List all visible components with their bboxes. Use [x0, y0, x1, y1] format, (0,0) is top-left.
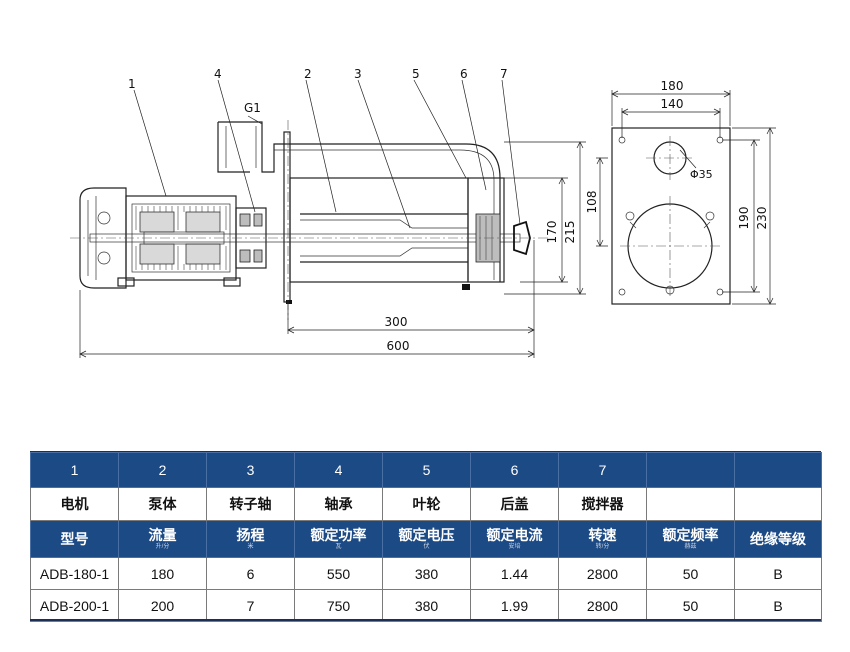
pump-side-view: 1 4 G1 2 3 5 6 7 170 215 300 600 [70, 67, 586, 358]
cell-voltage: 380 [382, 557, 471, 590]
cell-power: 550 [294, 557, 383, 590]
index-cell: 4 [294, 452, 383, 488]
pump-technical-drawing: 1 4 G1 2 3 5 6 7 170 215 300 600 [70, 67, 776, 358]
index-cell [646, 452, 735, 488]
header-label: 额定功率 [310, 527, 367, 543]
table-index-row: 1 2 3 4 5 6 7 [30, 452, 822, 488]
header-label: 额定电压 [398, 527, 455, 543]
index-cell: 2 [118, 452, 207, 488]
cell-voltage: 380 [382, 589, 471, 622]
header-unit: 伏 [423, 544, 430, 550]
cell-flow: 200 [118, 589, 207, 622]
header-flow: 流量升/分 [118, 520, 207, 558]
callout-3: 3 [354, 67, 362, 81]
header-label: 型号 [60, 531, 89, 547]
header-power: 额定功率瓦 [294, 520, 383, 558]
callout-7: 7 [500, 67, 508, 81]
cell-flow: 180 [118, 557, 207, 590]
table-part-names-row: 电机 泵体 转子轴 轴承 叶轮 后盖 搅拌器 [30, 487, 822, 521]
part-name-cell: 搅拌器 [558, 487, 647, 521]
part-name-cell: 电机 [30, 487, 119, 521]
table-row: ADB-180-1 180 6 550 380 1.44 2800 50 B [30, 557, 822, 590]
index-cell: 6 [470, 452, 559, 488]
dim-215: 215 [563, 221, 577, 244]
header-speed: 转速转/分 [558, 520, 647, 558]
header-unit: 瓦 [335, 544, 342, 550]
dim-108: 108 [585, 191, 599, 214]
part-name-cell: 叶轮 [382, 487, 471, 521]
table-row: ADB-200-1 200 7 750 380 1.99 2800 50 B [30, 589, 822, 622]
dim-300: 300 [385, 315, 408, 329]
header-label: 额定频率 [662, 527, 719, 543]
spec-table: 1 2 3 4 5 6 7 电机 泵体 转子轴 轴承 叶轮 后盖 搅拌器 型号 … [30, 452, 822, 622]
callout-1: 1 [128, 77, 136, 91]
index-cell: 3 [206, 452, 295, 488]
dim-170: 170 [545, 221, 559, 244]
pump-front-view: Φ35 180 140 108 190 230 [585, 79, 776, 305]
header-label: 转速 [588, 527, 617, 543]
index-cell: 7 [558, 452, 647, 488]
index-cell [734, 452, 822, 488]
index-cell: 1 [30, 452, 119, 488]
table-bottom-rule [30, 619, 821, 621]
header-voltage: 额定电压伏 [382, 520, 471, 558]
cell-speed: 2800 [558, 589, 647, 622]
header-label: 扬程 [236, 527, 265, 543]
dim-600: 600 [387, 339, 410, 353]
dim-230: 230 [755, 207, 769, 230]
header-current: 额定电流安培 [470, 520, 559, 558]
header-insulation: 绝缘等级 [734, 520, 822, 558]
callout-g1: G1 [244, 101, 261, 115]
header-label: 绝缘等级 [750, 531, 806, 547]
cell-frequency: 50 [646, 557, 735, 590]
part-name-cell: 泵体 [118, 487, 207, 521]
part-name-cell: 转子轴 [206, 487, 295, 521]
dim-140: 140 [661, 97, 684, 111]
header-model: 型号 [30, 520, 119, 558]
dim-180: 180 [661, 79, 684, 93]
cell-speed: 2800 [558, 557, 647, 590]
header-frequency: 额定频率赫兹 [646, 520, 735, 558]
header-unit: 安培 [508, 544, 521, 550]
dim-190: 190 [737, 207, 751, 230]
cell-head: 6 [206, 557, 295, 590]
dim-dia35: Φ35 [690, 168, 713, 181]
cell-model: ADB-180-1 [30, 557, 119, 590]
cell-current: 1.44 [470, 557, 559, 590]
header-unit: 转/分 [595, 544, 610, 550]
callout-5: 5 [412, 67, 420, 81]
header-unit: 升/分 [155, 544, 170, 550]
part-name-cell: 轴承 [294, 487, 383, 521]
cell-insulation: B [734, 557, 822, 590]
callout-4: 4 [214, 67, 222, 81]
header-label: 额定电流 [486, 527, 543, 543]
cell-frequency: 50 [646, 589, 735, 622]
cell-model: ADB-200-1 [30, 589, 119, 622]
cell-power: 750 [294, 589, 383, 622]
header-unit: 赫兹 [684, 544, 697, 550]
callout-6: 6 [460, 67, 468, 81]
cell-head: 7 [206, 589, 295, 622]
header-unit: 米 [247, 544, 254, 550]
header-label: 流量 [148, 527, 177, 543]
header-head: 扬程米 [206, 520, 295, 558]
part-name-cell [734, 487, 822, 521]
cell-insulation: B [734, 589, 822, 622]
callout-2: 2 [304, 67, 312, 81]
cell-current: 1.99 [470, 589, 559, 622]
table-header-row: 型号 流量升/分 扬程米 额定功率瓦 额定电压伏 额定电流安培 转速转/分 额定… [30, 520, 822, 558]
part-name-cell: 后盖 [470, 487, 559, 521]
index-cell: 5 [382, 452, 471, 488]
part-name-cell [646, 487, 735, 521]
